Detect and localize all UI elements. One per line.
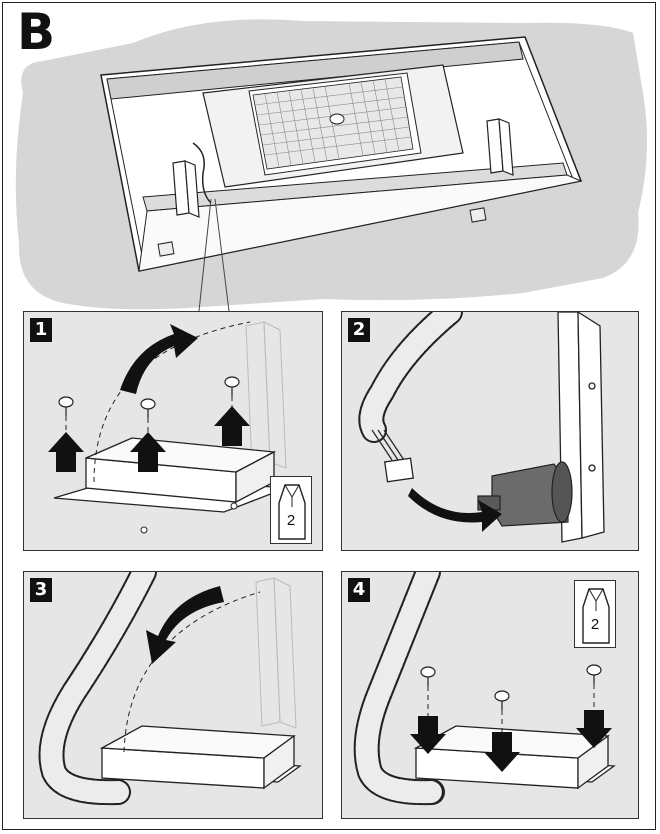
tool-size-label: 2 (590, 616, 600, 633)
arrow-right-icon (408, 488, 502, 532)
junction-box (85, 437, 277, 504)
section-label: B (17, 3, 56, 61)
step-2-panel: 2 (341, 311, 639, 551)
glass-panel (138, 174, 583, 272)
tool-indicator-4: 2 (574, 580, 616, 648)
step-1-panel: 1 (23, 311, 323, 551)
step-4-illustration (353, 572, 616, 806)
connector-plug (384, 457, 414, 483)
hex-key-icon (278, 484, 306, 540)
step-3-panel: 3 (23, 571, 323, 819)
step-2-illustration (358, 312, 605, 543)
hex-key-icon (582, 588, 610, 644)
left-bracket (172, 160, 200, 218)
step-3-number: 3 (30, 578, 52, 602)
power-cable (192, 142, 212, 204)
swing-arrow-icon (146, 586, 224, 664)
overview-illustration (15, 19, 648, 312)
step-3-illustration (38, 572, 302, 806)
step-4-panel: 4 (341, 571, 639, 819)
right-bracket (486, 118, 514, 176)
arrow-up-icon (48, 406, 250, 472)
step-1-number: 1 (30, 318, 52, 342)
arrow-down-icon (410, 710, 612, 772)
step-1-illustration (48, 321, 287, 534)
screw-icon (58, 376, 240, 418)
swing-arrow-icon (120, 324, 198, 394)
tool-size-label: 2 (286, 512, 296, 529)
tool-indicator-1: 2 (270, 476, 312, 544)
junction-box (99, 725, 296, 790)
step-4-number: 4 (348, 578, 370, 602)
screw-icon (420, 664, 602, 710)
step-2-number: 2 (348, 318, 370, 342)
socket-block (477, 461, 573, 527)
